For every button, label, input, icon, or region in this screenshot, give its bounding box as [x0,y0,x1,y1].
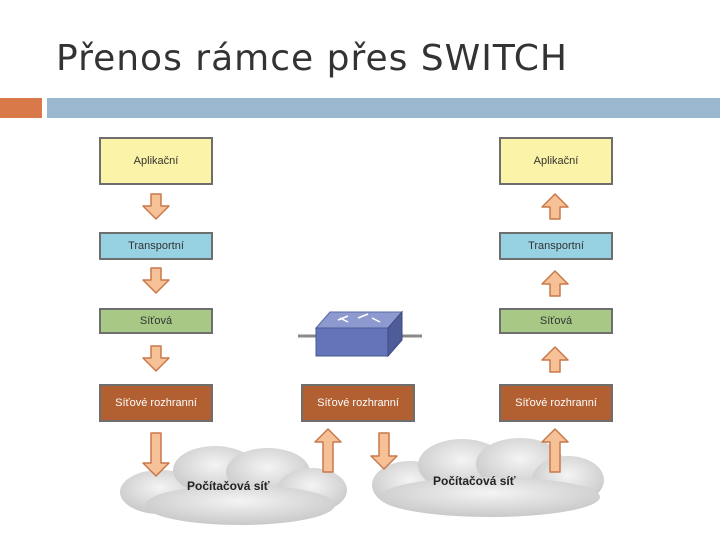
title-accent-bar-orange [0,98,42,118]
cloud-left-label: Počítačová síť [187,479,270,493]
arrow-up-icon [541,193,569,220]
arrow-up-icon [541,270,569,297]
arrow-down-icon [142,267,170,294]
left-application-layer: Aplikační [99,137,213,185]
arrow-down-icon [142,432,170,477]
switch-icon [298,310,422,358]
left-network-layer: Síťová [99,308,213,334]
arrow-down-icon [142,193,170,220]
right-application-layer: Aplikační [499,137,613,185]
left-transport-layer: Transportní [99,232,213,260]
right-interface-layer: Síťové rozhranní [499,384,613,422]
cloud-right-label: Počítačová síť [433,474,516,488]
page-title: Přenos rámce přes SWITCH [56,38,568,79]
arrow-down-icon [370,432,398,470]
arrow-up-icon [314,428,342,473]
title-accent-bar-blue [47,98,720,118]
arrow-up-icon [541,428,569,473]
right-network-layer: Síťová [499,308,613,334]
cloud-left [120,446,347,525]
arrow-up-icon [541,346,569,373]
arrow-down-icon [142,345,170,372]
right-transport-layer: Transportní [499,232,613,260]
switch-interface-layer: Síťové rozhranní [301,384,415,422]
left-interface-layer: Síťové rozhranní [99,384,213,422]
